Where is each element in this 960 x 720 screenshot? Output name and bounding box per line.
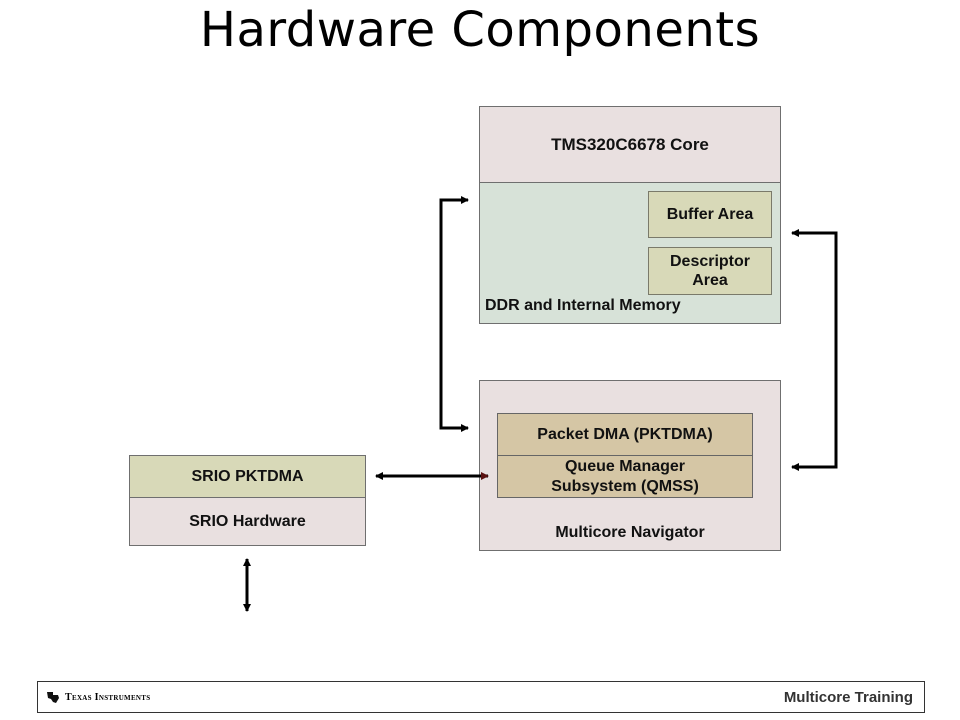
memory-label: DDR and Internal Memory [485, 297, 681, 314]
pktdma-label: Packet DMA (PKTDMA) [537, 425, 713, 443]
descriptor-area-label: Descriptor Area [669, 253, 751, 289]
page-title: Hardware Components [199, 2, 761, 58]
srio-hardware-box: SRIO Hardware [129, 497, 366, 546]
ti-state-icon [47, 692, 59, 703]
core-label: TMS320C6678 Core [551, 134, 709, 154]
core-block: TMS320C6678 Core [479, 106, 781, 183]
navigator-label: Multicore Navigator [555, 524, 705, 541]
footer-bar: Texas Instruments Multicore Training [37, 681, 925, 713]
descriptor-area-box: Descriptor Area [648, 247, 772, 295]
ti-logo-text: Texas Instruments [65, 691, 151, 703]
buffer-area-box: Buffer Area [648, 191, 772, 238]
srio-pktdma-label: SRIO PKTDMA [191, 467, 304, 485]
memory-pktdma-arrow [439, 196, 469, 432]
footer-training-label: Multicore Training [783, 689, 913, 706]
srio-hardware-label: SRIO Hardware [189, 512, 306, 530]
ti-logo: Texas Instruments [46, 690, 150, 704]
qmss-label: Queue Manager Subsystem (QMSS) [551, 457, 699, 495]
pktdma-box: Packet DMA (PKTDMA) [497, 413, 753, 456]
qmss-box: Queue Manager Subsystem (QMSS) [497, 455, 753, 498]
memory-qmss-arrow [791, 229, 838, 471]
buffer-area-label: Buffer Area [666, 205, 754, 223]
